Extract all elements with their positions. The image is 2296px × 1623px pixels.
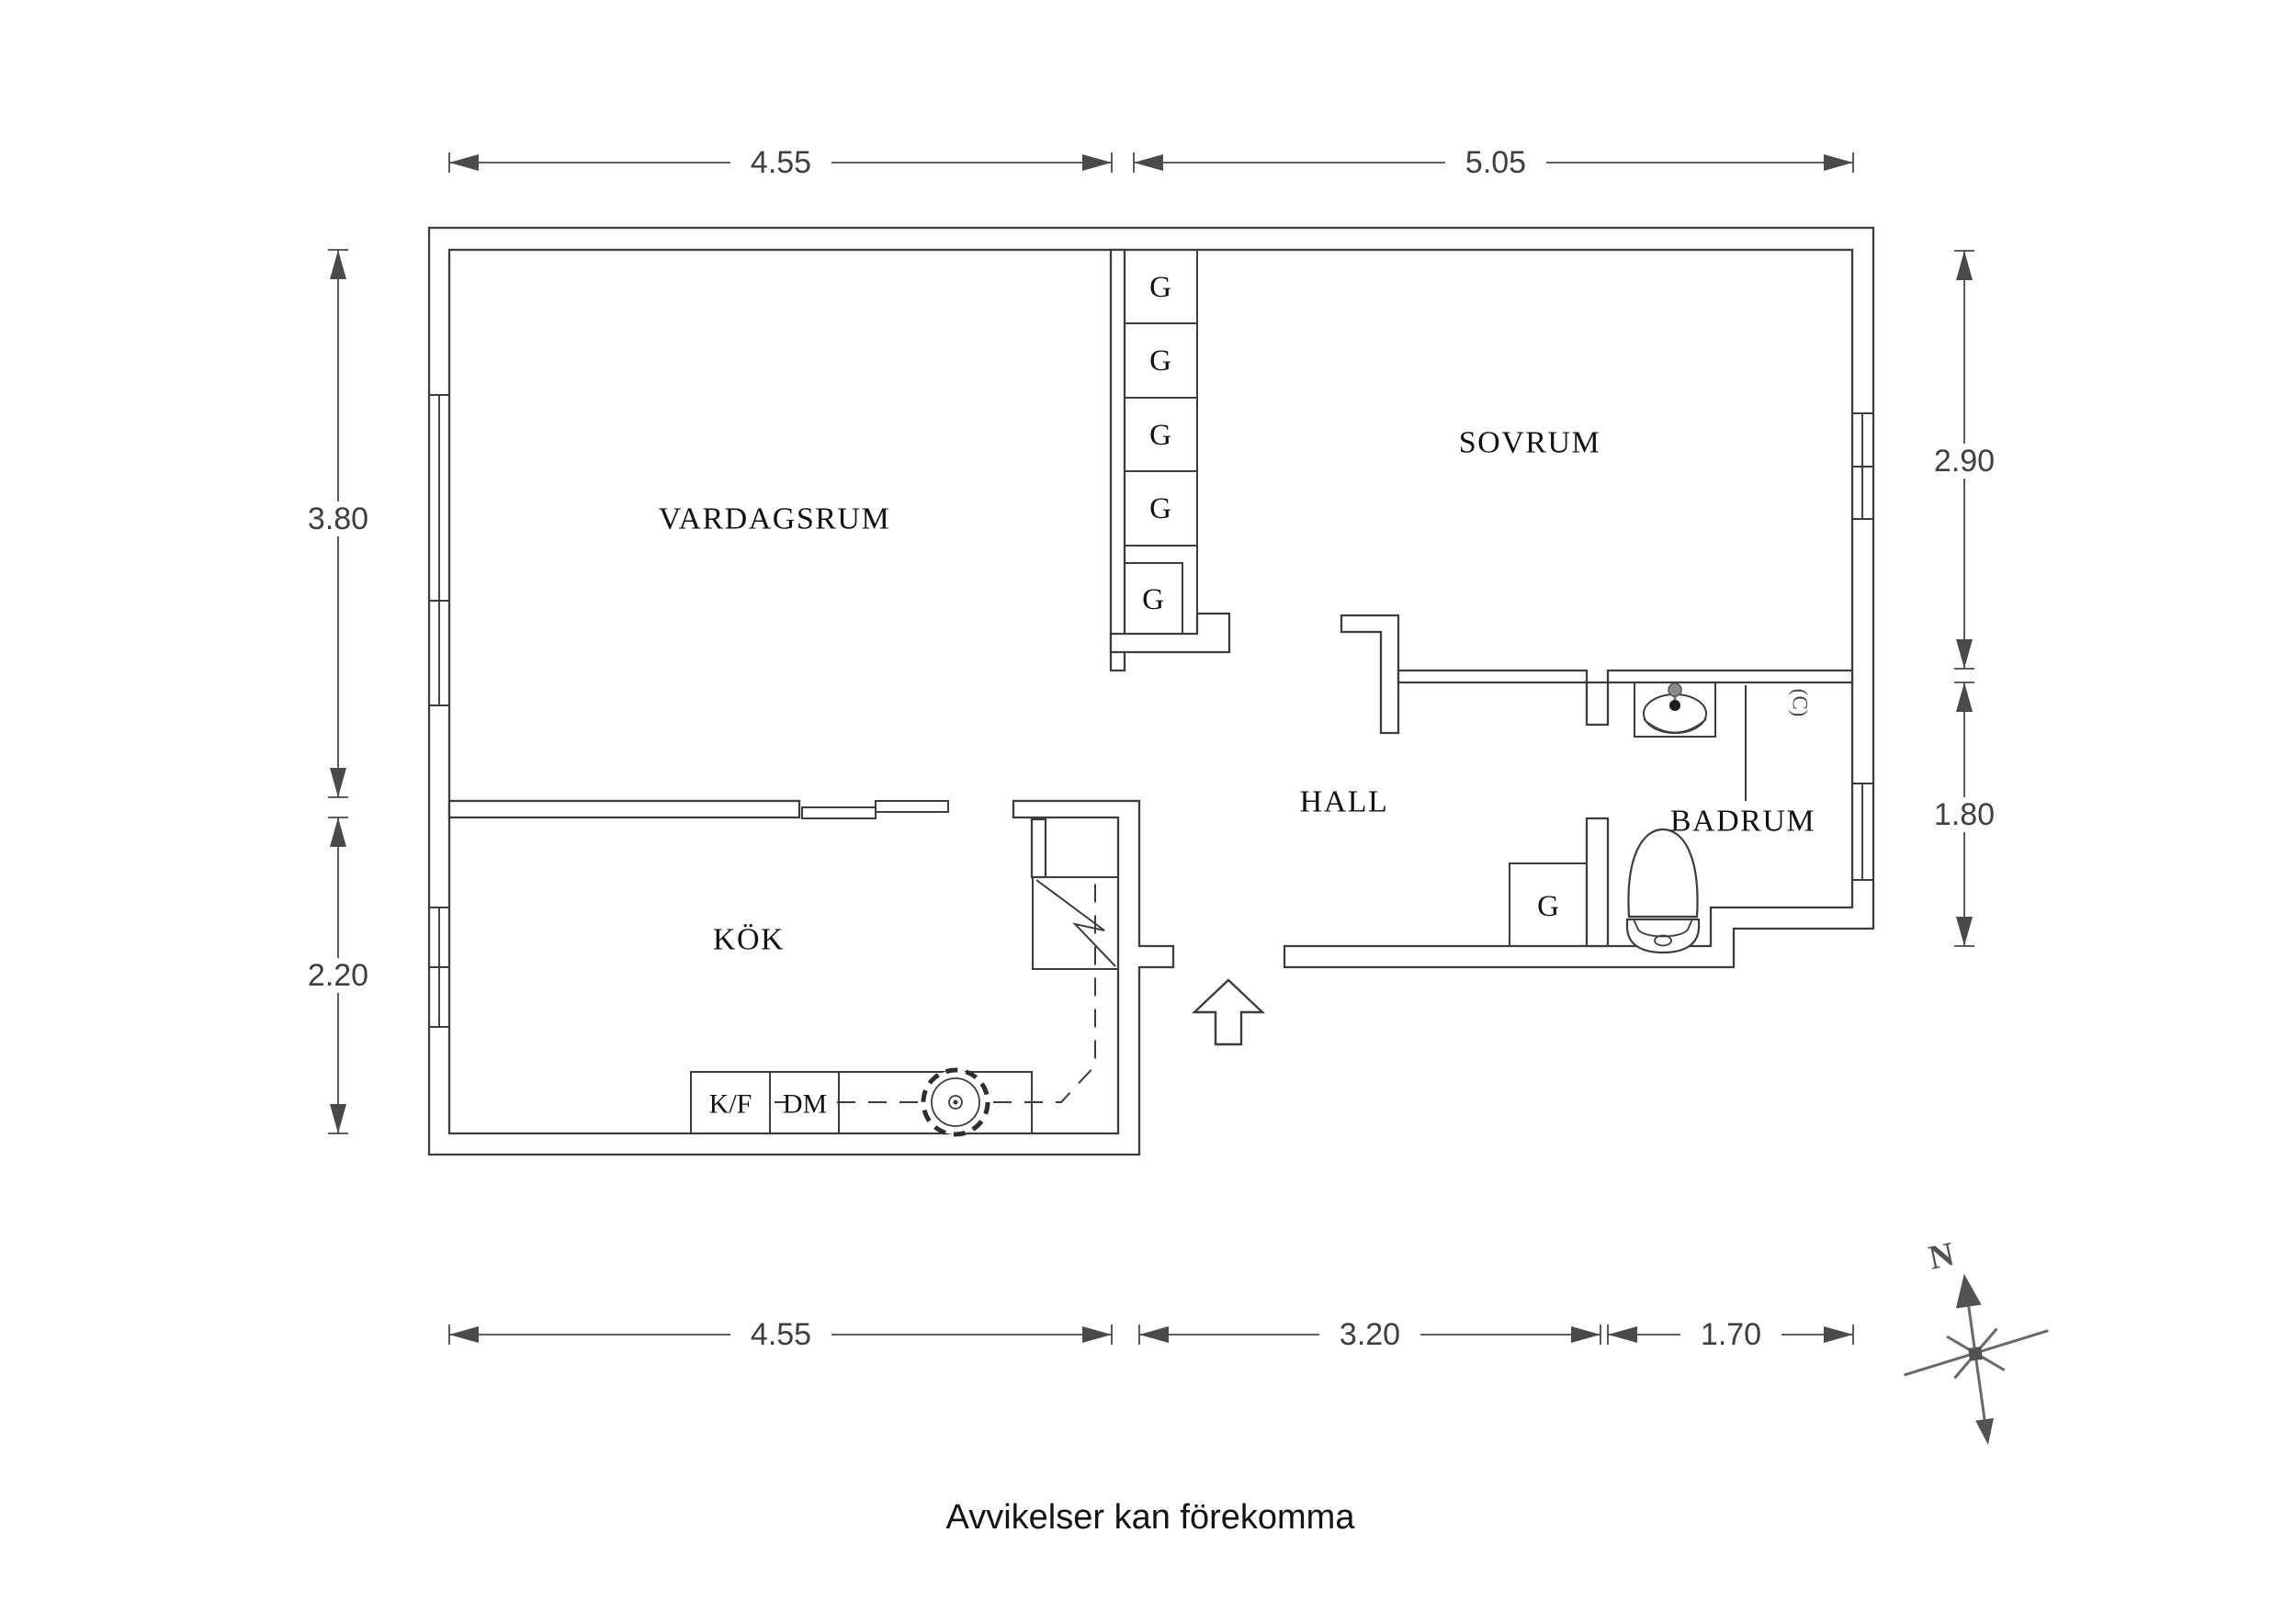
dim-bottom-2-label: 3.20 bbox=[1340, 1317, 1400, 1352]
stove-icon bbox=[921, 1067, 990, 1137]
closet-box-5 bbox=[1124, 562, 1183, 635]
dim-top-2-label: 5.05 bbox=[1465, 145, 1526, 180]
dimension-label-backgrounds bbox=[296, 145, 2007, 1352]
dim-right-2-label: 1.80 bbox=[1934, 797, 1995, 832]
sink-icon bbox=[1643, 682, 1707, 734]
wardrobe-label-3: G bbox=[1149, 419, 1171, 452]
wall-bedroom-bottom bbox=[1397, 669, 1589, 684]
wardrobe-label-1: G bbox=[1149, 271, 1171, 304]
room-label-badrum: BADRUM bbox=[1670, 805, 1815, 839]
window-livingroom-west bbox=[429, 394, 449, 706]
sink-cabinet bbox=[1634, 682, 1716, 738]
dim-left-2-label: 2.20 bbox=[308, 958, 368, 993]
electrical-shaft-box bbox=[1032, 876, 1119, 970]
toilet-icon bbox=[1625, 828, 1701, 954]
room-label-hall: HALL bbox=[1300, 785, 1389, 819]
dim-bottom-1-label: 4.55 bbox=[751, 1317, 811, 1352]
window-bathroom-east bbox=[1852, 783, 1873, 881]
wall-closet-bottom bbox=[1109, 612, 1231, 654]
partitions bbox=[690, 250, 1747, 1134]
dimension-arrows bbox=[330, 154, 1973, 1343]
wall-bathroom-west bbox=[1585, 817, 1610, 948]
room-label-kok: KÖK bbox=[713, 923, 785, 957]
wall-divider-kitchen bbox=[447, 799, 801, 819]
room-label-sovrum: SOVRUM bbox=[1459, 426, 1600, 460]
disclaimer-text: Avvikelser kan förekomma bbox=[946, 1498, 1356, 1537]
sliding-door-icon bbox=[801, 800, 949, 819]
wall-bedroom-jamb bbox=[1340, 614, 1400, 735]
wardrobe-label-2: G bbox=[1149, 344, 1171, 378]
dashed-service-line bbox=[775, 874, 1096, 1103]
wall-livingroom-right bbox=[1109, 248, 1126, 672]
fridge-freezer-label: K/F bbox=[709, 1089, 752, 1120]
room-label-vardagsrum: VARDAGSRUM bbox=[659, 502, 890, 536]
dim-bottom-3-label: 1.70 bbox=[1701, 1317, 1761, 1352]
dishwasher-label: DM bbox=[783, 1089, 827, 1120]
electrical-bolt-icon bbox=[1035, 879, 1116, 967]
windows bbox=[429, 394, 1873, 1028]
dim-left-1-label: 3.80 bbox=[308, 502, 368, 536]
window-kitchen-west bbox=[429, 907, 449, 1028]
compass-north-label: N bbox=[1926, 1235, 1958, 1278]
dim-right-1-label: 2.90 bbox=[1934, 444, 1995, 479]
entrance-arrow-icon bbox=[1191, 978, 1266, 1046]
outer-wall bbox=[427, 226, 1875, 1156]
hall-closet-box bbox=[1509, 862, 1588, 947]
compass-south-arrow-icon bbox=[1975, 1417, 1994, 1446]
compass-north-arrow-icon bbox=[1955, 1273, 1982, 1309]
dim-top-1-label: 4.55 bbox=[751, 145, 811, 180]
wardrobe-label-hall: G bbox=[1537, 890, 1559, 923]
wall-bathroom-west-stub bbox=[1585, 681, 1610, 727]
dimension-lines bbox=[328, 152, 1974, 1345]
service-lines bbox=[775, 874, 1116, 1103]
wardrobe-label-5: G bbox=[1142, 583, 1164, 616]
shaft-label: (C) bbox=[1789, 689, 1812, 717]
wardrobe-label-4: G bbox=[1149, 492, 1171, 525]
wall-shaft-left bbox=[1030, 817, 1047, 879]
compass-rose: N bbox=[1904, 1235, 2049, 1446]
window-bedroom-east bbox=[1852, 412, 1873, 520]
wall-bathroom-north bbox=[1606, 669, 1854, 684]
